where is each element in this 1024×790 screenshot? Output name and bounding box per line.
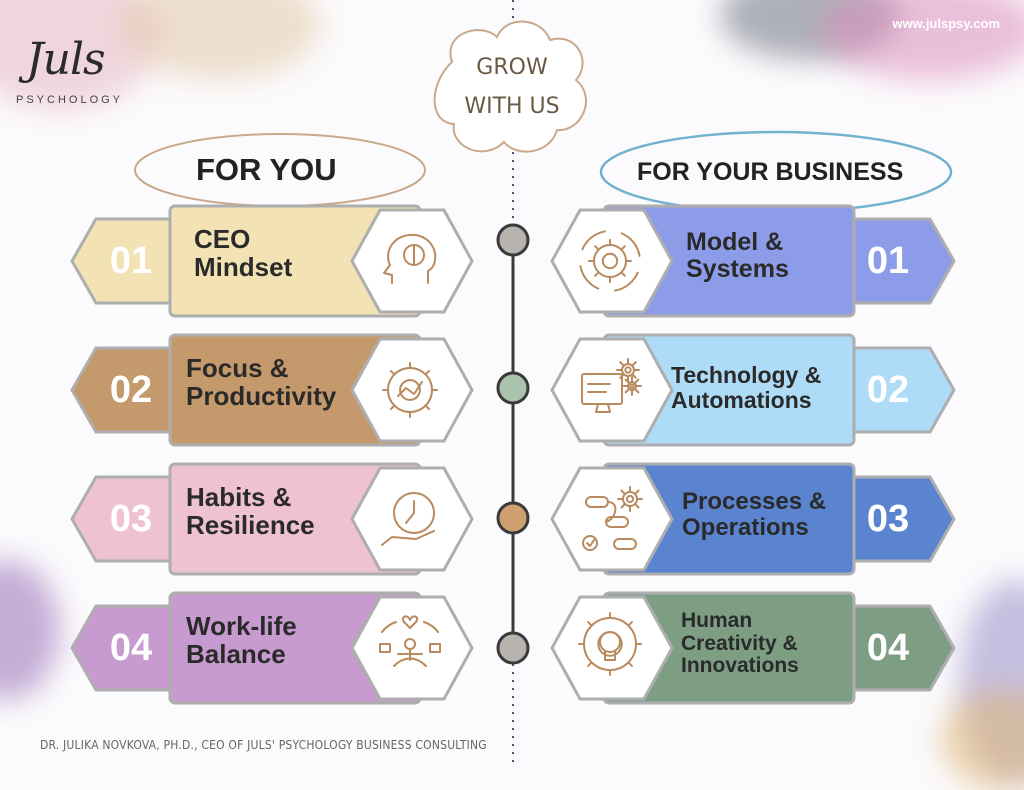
- gear-cycle-icon: [579, 230, 641, 292]
- item-label-line2: Systems: [686, 255, 789, 283]
- item-label-line2: Mindset: [194, 252, 293, 283]
- left-row: [70, 462, 474, 576]
- item-label-line1: Technology &: [671, 362, 822, 388]
- item-label-line1: CEO: [194, 224, 251, 254]
- item-label-line1: Focus &: [186, 353, 289, 383]
- gear-chart-icon: [382, 362, 438, 418]
- right-row: [550, 204, 956, 318]
- logo: Juls: [26, 34, 106, 85]
- grow-text-line2: WITH US: [464, 94, 560, 119]
- left-row: [70, 333, 474, 447]
- grow-text-line1: GROW: [476, 55, 548, 80]
- for-you-title: FOR YOU: [196, 152, 337, 187]
- item-label-line1: Habits &: [186, 482, 292, 512]
- website-url[interactable]: www.julspsy.com: [892, 16, 1000, 31]
- clock-hand-icon: [381, 492, 435, 546]
- item-label: Habits &Resilience: [186, 483, 315, 539]
- item-label-line2: Operations: [682, 513, 809, 541]
- lightbulb-gear-icon: [578, 612, 642, 676]
- left-row: [70, 204, 474, 318]
- item-label: Focus &Productivity: [186, 354, 336, 410]
- item-label-line1: Processes &: [682, 488, 827, 515]
- right-row: [550, 462, 956, 576]
- left-row: [70, 591, 474, 705]
- icon-hexagon: [550, 208, 674, 314]
- grow-cloud: [433, 20, 587, 153]
- item-number: 01: [109, 240, 153, 282]
- item-label: Processes &Operations: [682, 489, 826, 541]
- process-flow-icon: [582, 486, 643, 551]
- item-number: 02: [866, 369, 910, 411]
- item-label-line2: Productivity: [186, 381, 337, 412]
- item-label-line2: Creativity &: [681, 631, 798, 655]
- item-label-line2: Balance: [186, 639, 286, 670]
- item-number: 04: [109, 627, 153, 669]
- item-label-line3: Innovations: [681, 654, 799, 678]
- item-number: 04: [866, 627, 910, 669]
- item-label-line1: Human: [681, 609, 753, 632]
- for-business-title: FOR YOUR BUSINESS: [637, 158, 904, 186]
- item-number: 03: [866, 498, 910, 540]
- brain-head-icon: [383, 233, 437, 284]
- item-number: 01: [866, 240, 910, 282]
- item-label-line2: Resilience: [186, 510, 315, 541]
- timeline-dot: [496, 371, 530, 405]
- item-label-line1: Model &: [686, 228, 784, 256]
- icon-hexagon: [350, 337, 474, 443]
- monitor-gears-icon: [581, 358, 642, 413]
- timeline-dot: [496, 631, 530, 665]
- icon-hexagon: [350, 466, 474, 572]
- item-label: Technology &Automations: [671, 363, 821, 413]
- item-number: 03: [109, 498, 153, 540]
- diagram-canvas: [70, 0, 956, 768]
- item-label-line2: Automations: [671, 386, 812, 413]
- icon-hexagon: [350, 208, 474, 314]
- right-row: [550, 333, 956, 447]
- logo-subtitle: PSYCHOLOGY: [16, 94, 124, 106]
- meditation-icon: [379, 615, 441, 667]
- right-row: [550, 591, 956, 705]
- icon-hexagon: [550, 595, 674, 701]
- item-number: 02: [109, 369, 153, 411]
- timeline-dot: [496, 501, 530, 535]
- timeline-dot: [496, 223, 530, 257]
- icon-hexagon: [550, 337, 674, 443]
- item-label: Model &Systems: [686, 229, 789, 283]
- footer-credit: DR. JULIKA NOVKOVA, PH.D., CEO OF JULS' …: [40, 738, 487, 752]
- item-label-line1: Work-life: [186, 611, 297, 641]
